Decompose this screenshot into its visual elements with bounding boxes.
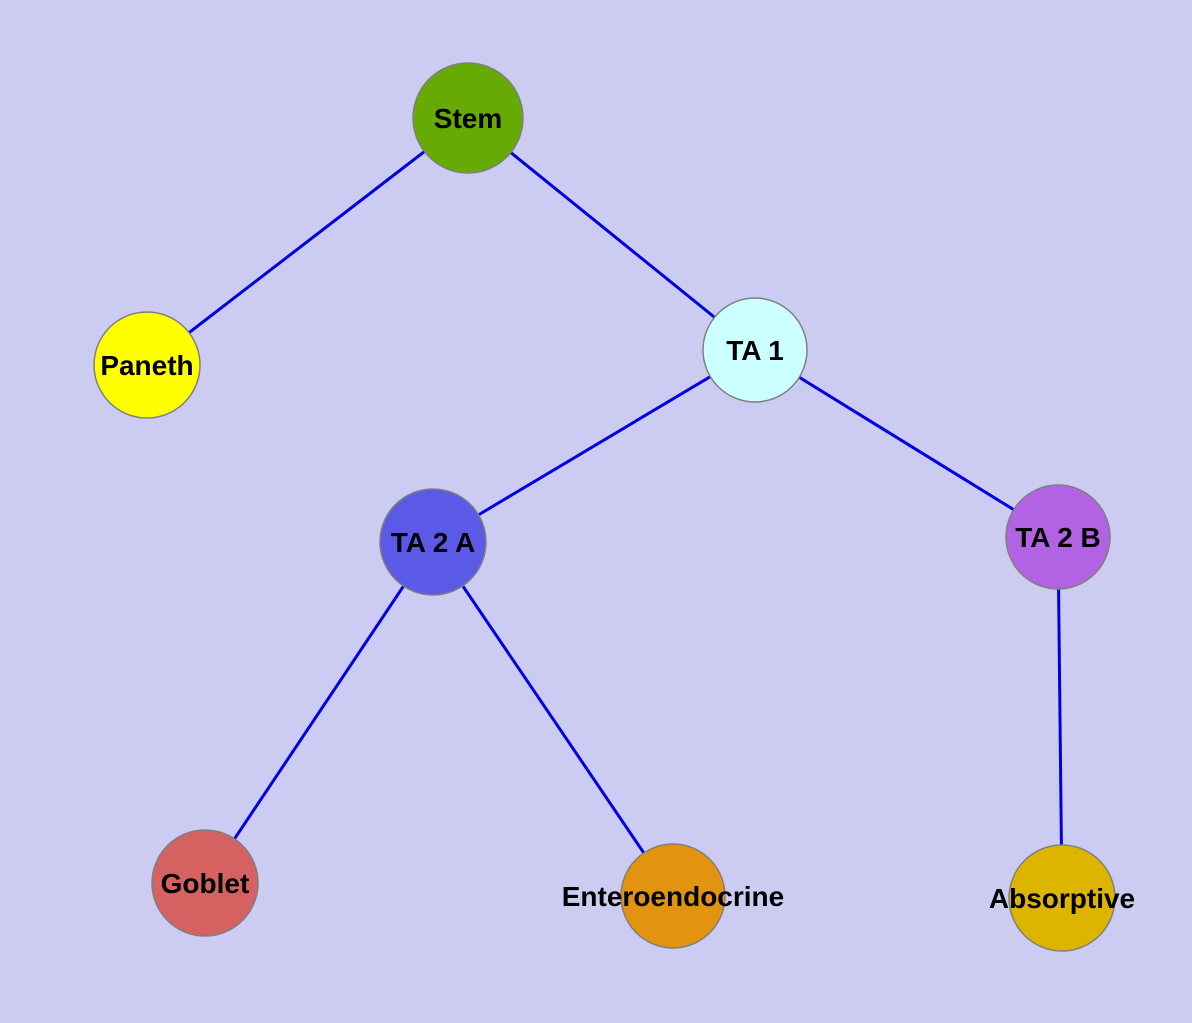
node-label-enteroendocrine: Enteroendocrine xyxy=(562,881,784,912)
edge-ta-2-a-enteroendocrine xyxy=(431,541,675,897)
node-label-ta-2-b: TA 2 B xyxy=(1015,522,1101,553)
node-goblet xyxy=(151,829,259,937)
node-enteroendocrine xyxy=(620,843,726,949)
node-label-goblet: Goblet xyxy=(161,868,250,899)
node-label-absorptive: Absorptive xyxy=(989,883,1135,914)
node-ta-1 xyxy=(702,297,808,403)
node-paneth xyxy=(93,311,201,419)
node-label-stem: Stem xyxy=(434,103,502,134)
edge-ta-1-ta-2-b xyxy=(754,348,1059,539)
node-absorptive xyxy=(1008,844,1116,952)
edge-stem-ta-1 xyxy=(467,116,756,352)
edge-ta-2-a-goblet xyxy=(203,541,435,884)
edge-stem-paneth xyxy=(146,116,469,367)
node-stem xyxy=(412,62,524,174)
node-label-ta-2-a: TA 2 A xyxy=(391,527,476,558)
node-ta-2-a xyxy=(379,488,487,596)
node-label-ta-1: TA 1 xyxy=(726,335,784,366)
edge-ta-2-b-absorptive xyxy=(1056,536,1064,899)
node-ta-2-b xyxy=(1005,484,1111,590)
node-label-paneth: Paneth xyxy=(100,350,193,381)
edge-ta-1-ta-2-a xyxy=(432,348,756,544)
